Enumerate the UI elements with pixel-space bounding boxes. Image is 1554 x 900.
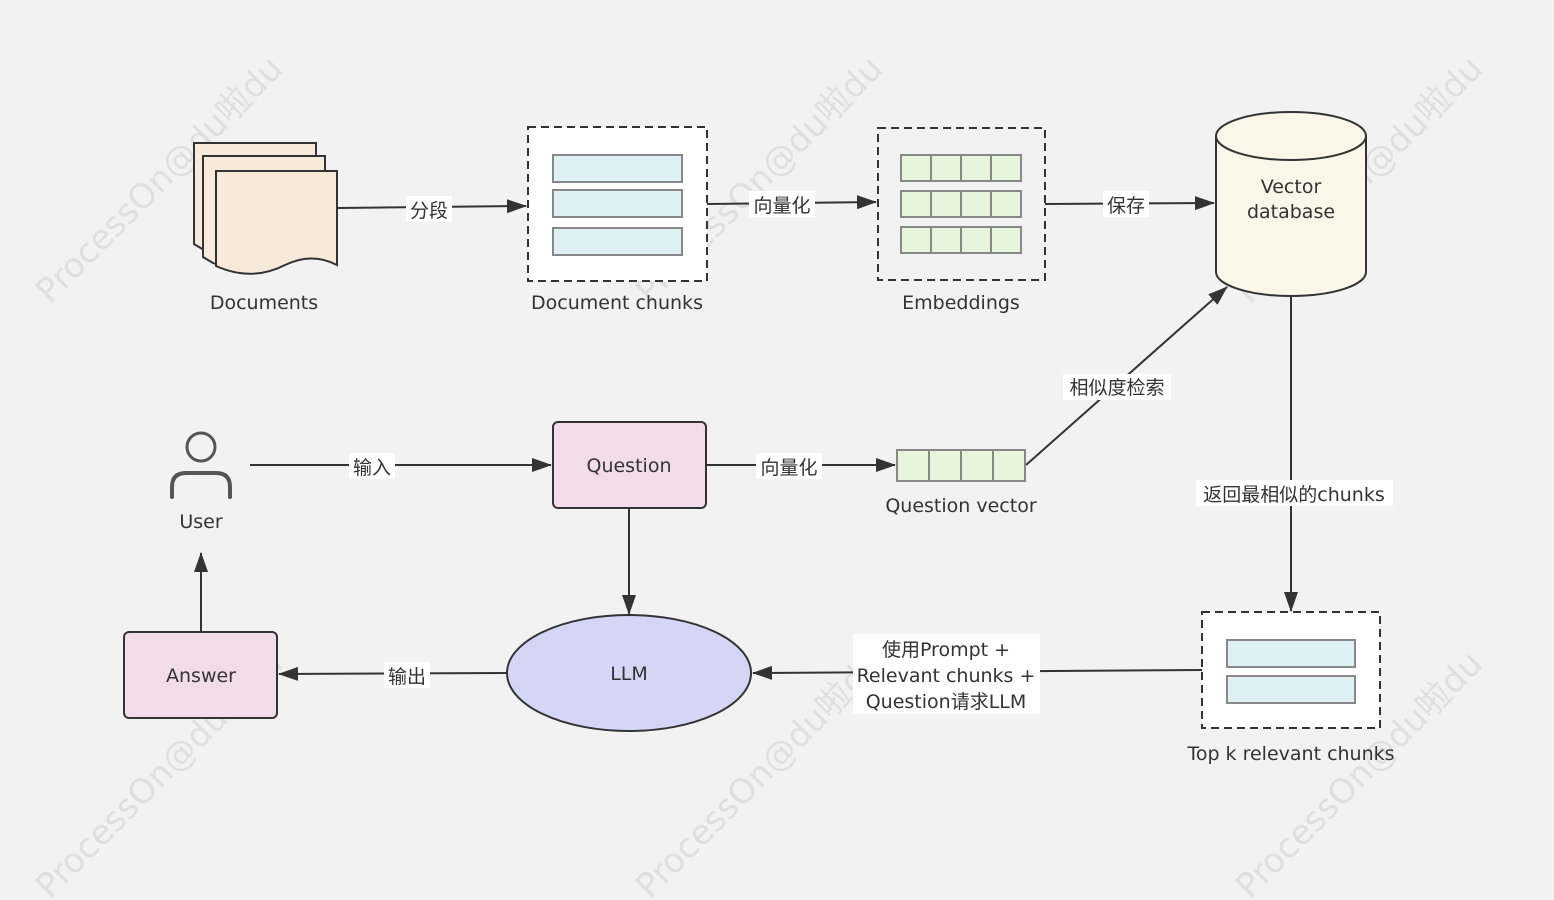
edge-return-similar[interactable]: 返回最相似的chunks (1196, 297, 1393, 612)
edge-similarity-search[interactable]: 相似度检索 (1025, 286, 1228, 466)
vector-cell (930, 154, 962, 182)
edge-label-split: 分段 (410, 200, 448, 222)
vector-cell (900, 226, 932, 254)
vector-cell (900, 154, 932, 182)
node-question[interactable]: Question (552, 421, 707, 509)
node-document-chunks[interactable]: Document chunks (527, 126, 708, 314)
edge-label-request-llm-3: Question请求LLM (866, 691, 1027, 713)
documents-icon (193, 142, 338, 275)
chunk-bar (552, 154, 683, 183)
edge-request-llm[interactable]: 使用Prompt + Relevant chunks + Question请求L… (752, 634, 1203, 714)
edge-vectorize-question[interactable]: 向量化 (707, 453, 896, 479)
node-label-vector-db-2: database (1247, 201, 1335, 223)
edge-split[interactable]: 分段 (337, 196, 527, 222)
edge-label-request-llm-1: 使用Prompt + (882, 639, 1010, 661)
edge-label-vectorize-chunks: 向量化 (753, 195, 810, 217)
edge-label-request-llm-2: Relevant chunks + (857, 665, 1036, 687)
node-embeddings[interactable]: Embeddings (877, 127, 1046, 314)
vector-cell (992, 449, 1026, 482)
chunk-bar (1226, 639, 1356, 668)
node-answer[interactable]: Answer (123, 631, 278, 719)
edge-label-output: 输出 (388, 666, 426, 688)
vector-cell (960, 449, 994, 482)
vector-cell (990, 154, 1022, 182)
node-label-question-vector: Question vector (885, 495, 1036, 517)
edge-label-return-similar: 返回最相似的chunks (1203, 484, 1384, 506)
embedding-grid (900, 154, 1022, 254)
question-vector-cells (896, 449, 1026, 482)
node-label-documents: Documents (210, 292, 318, 314)
node-label-question: Question (587, 455, 672, 477)
vector-cell (960, 190, 992, 218)
vector-cell (960, 226, 992, 254)
node-label-user: User (179, 511, 222, 533)
node-user[interactable]: User (170, 431, 232, 533)
edge-save[interactable]: 保存 (1044, 191, 1215, 217)
vector-cell (896, 449, 930, 482)
vector-cell (990, 190, 1022, 218)
node-label-embeddings: Embeddings (902, 292, 1020, 314)
chunk-bar (552, 189, 683, 218)
node-label-answer: Answer (166, 665, 236, 687)
node-vector-database[interactable]: Vector database (1215, 111, 1367, 297)
edge-label-similarity-search: 相似度检索 (1069, 377, 1164, 399)
vector-cell (990, 226, 1022, 254)
node-top-k-chunks[interactable]: Top k relevant chunks (1186, 611, 1395, 765)
node-label-document-chunks: Document chunks (531, 292, 703, 314)
node-documents[interactable]: Documents (193, 142, 338, 314)
edge-input[interactable]: 输入 (250, 453, 552, 479)
edge-label-input: 输入 (353, 457, 391, 479)
chunk-bar (1226, 675, 1356, 704)
vector-cell (900, 190, 932, 218)
chunk-bar (552, 227, 683, 256)
node-label-llm: LLM (610, 663, 648, 685)
user-icon (170, 431, 232, 499)
edge-label-save: 保存 (1107, 195, 1145, 217)
vector-cell (930, 226, 962, 254)
vector-cell (960, 154, 992, 182)
node-question-vector[interactable]: Question vector (885, 449, 1037, 517)
edge-output[interactable]: 输出 (278, 662, 508, 688)
vector-cell (928, 449, 962, 482)
edge-label-vectorize-question: 向量化 (760, 457, 817, 479)
vector-cell (930, 190, 962, 218)
edge-vectorize-chunks[interactable]: 向量化 (706, 191, 877, 217)
node-label-vector-db-1: Vector (1261, 176, 1322, 198)
node-label-top-k: Top k relevant chunks (1186, 743, 1394, 765)
node-llm[interactable]: LLM (506, 614, 752, 732)
